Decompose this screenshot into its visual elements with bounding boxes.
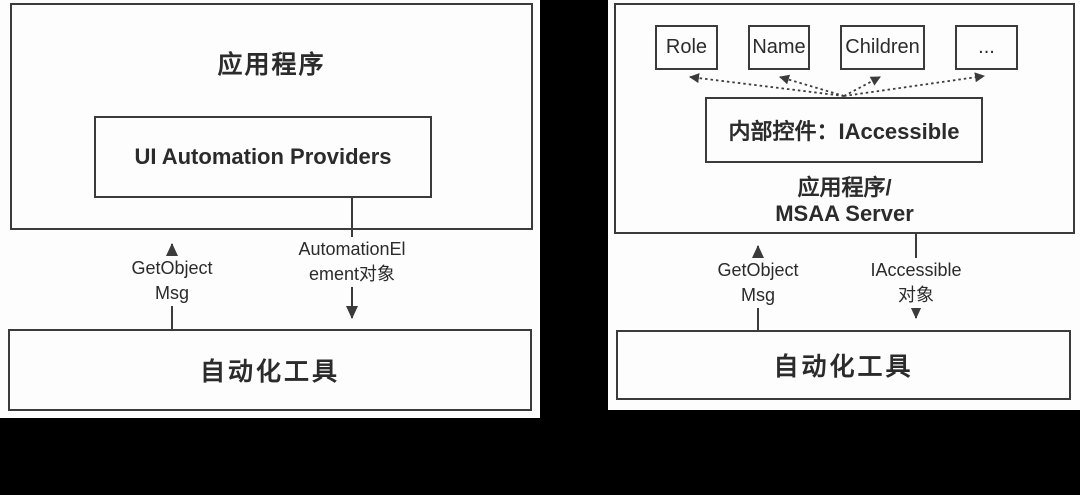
ui-automation-providers-label: UI Automation Providers [134,144,392,169]
children-property-box: Children [840,25,925,70]
automation-tool-box-right: 自动化工具 [616,330,1071,400]
role-property-box: Role [655,25,718,70]
msaa-architecture-diagram: Role Name Children ... 内部控件：IAccessible … [608,0,1080,410]
automation-tool-label-left: 自动化工具 [199,358,340,386]
name-property-box: Name [748,25,810,70]
automation-tool-label-right: 自动化工具 [773,353,914,381]
msaa-server-box [614,3,1075,234]
name-property-label: Name [752,36,806,58]
uia-architecture-diagram: 应用程序 UI Automation Providers 自动化工具 GetOb… [0,0,540,418]
children-property-label: Children [845,36,920,58]
application-box-title: 应用程序 [217,51,326,79]
dotted-arrow-name [779,74,845,97]
role-property-label: Role [665,36,708,58]
iaccessible-object-label: IAccessible 对象 [854,258,978,308]
automationelement-label: AutomationEl ement对象 [283,237,421,287]
ui-automation-providers-box: UI Automation Providers [94,116,432,198]
internal-control-iaccessible-label: 内部控件：IAccessible [728,119,960,144]
msaa-server-title: 应用程序/ MSAA Server [775,175,914,226]
more-property-label: ... [978,36,995,58]
internal-control-iaccessible-box: 内部控件：IAccessible [705,97,983,163]
more-property-box: ... [955,25,1018,70]
getobject-msg-label-right: GetObject Msg [706,258,810,308]
dotted-arrow-role [689,73,845,97]
getobject-msg-label-left: GetObject Msg [120,256,224,306]
automation-tool-box-left: 自动化工具 [8,329,532,411]
application-box [10,3,533,230]
dotted-arrow-children [843,76,881,97]
dotted-arrow-more [843,72,985,97]
